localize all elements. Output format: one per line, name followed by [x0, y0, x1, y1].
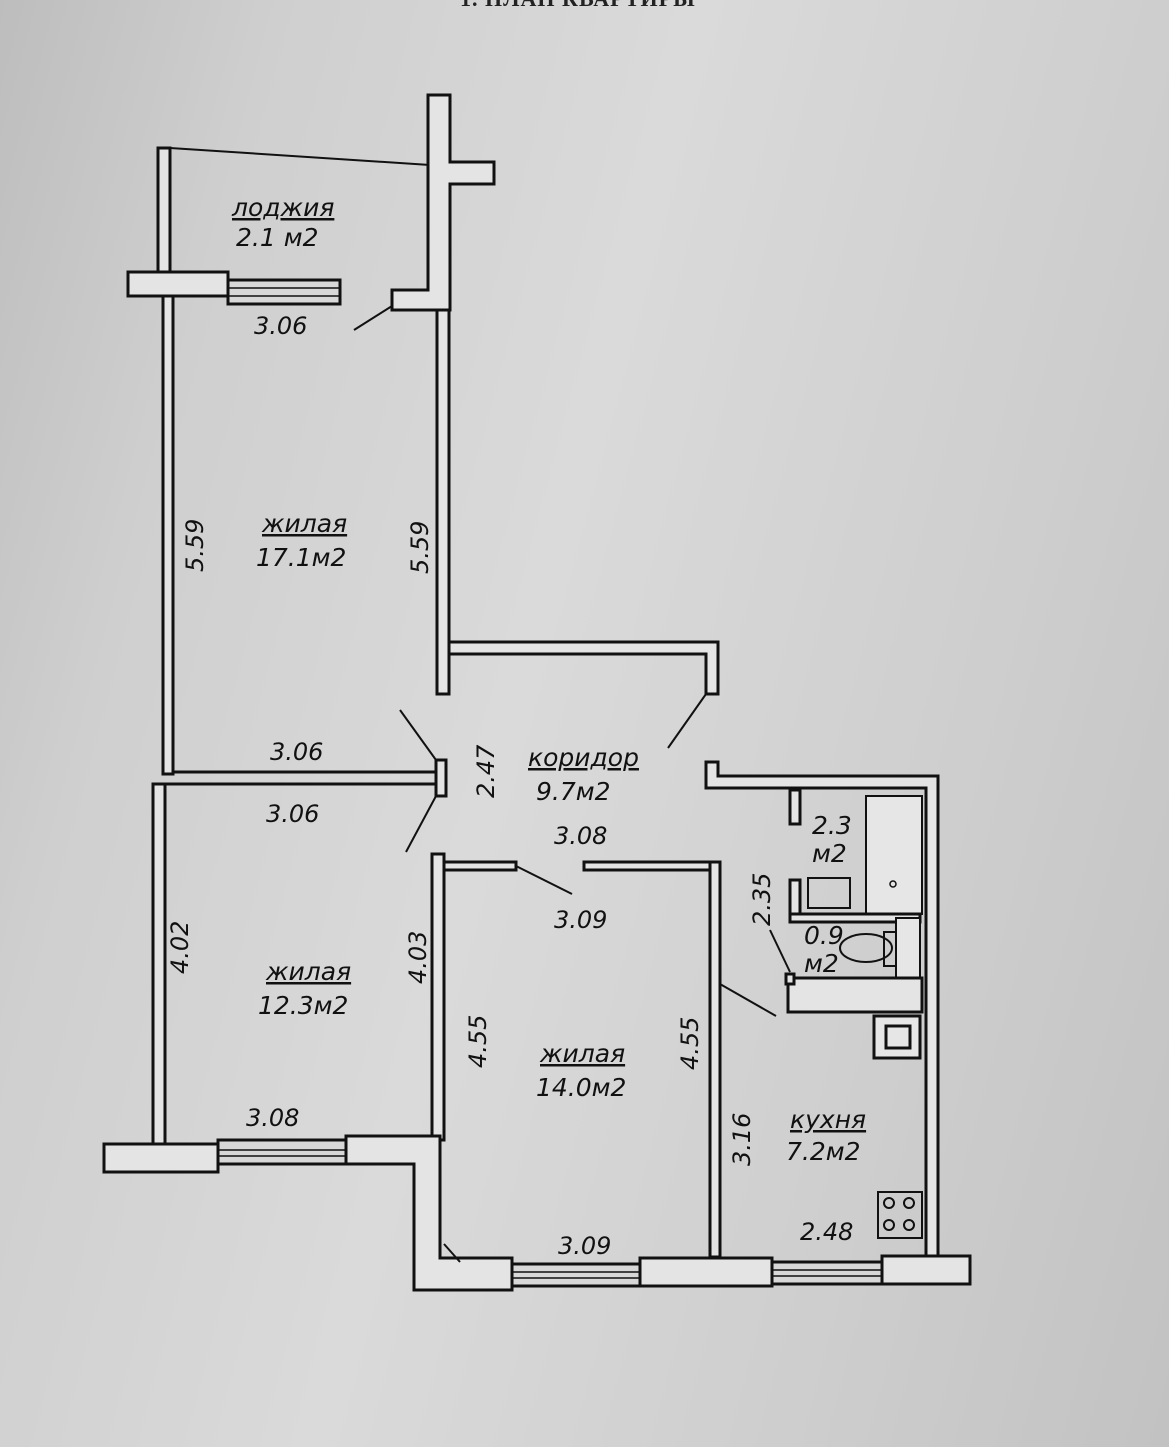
- wc-area-number: 0.9: [804, 921, 844, 950]
- dim-bath-height: 2.35: [748, 873, 776, 926]
- dim-living2-right: 4.03: [404, 931, 432, 984]
- corridor-area: 9.7м2: [536, 777, 611, 806]
- living3-area: 14.0м2: [536, 1073, 626, 1102]
- bath-area-unit: м2: [812, 839, 847, 868]
- dim-loggia-width: 3.06: [254, 312, 307, 340]
- bath-area-number: 2.3: [812, 811, 852, 840]
- dim-living3-left: 4.55: [464, 1015, 492, 1068]
- dim-living3-bottom: 3.09: [558, 1232, 611, 1260]
- living3-name: жилая: [539, 1039, 625, 1068]
- dim-living2-left: 4.02: [166, 921, 194, 974]
- dim-living1-right: 5.59: [406, 521, 434, 574]
- room-labels: лоджия 2.1 м2 жилая 17.1м2 коридор 9.7м2…: [231, 193, 866, 1166]
- loggia-name: лоджия: [231, 193, 334, 222]
- dimension-labels: 3.06 5.59 5.59 3.06 3.06 2.47 3.08 4.02 …: [166, 312, 853, 1260]
- dim-living3-right: 4.55: [676, 1017, 704, 1070]
- dim-living1-left: 5.59: [181, 519, 209, 572]
- living1-name: жилая: [261, 509, 347, 538]
- kitchen-area: 7.2м2: [786, 1137, 861, 1166]
- living2-name: жилая: [265, 957, 351, 986]
- living1-area: 17.1м2: [256, 543, 346, 572]
- plan-title: 1. ПЛАН КВАРТИРЫ: [460, 0, 760, 12]
- dim-kitchen-width: 2.48: [800, 1218, 853, 1246]
- dim-corridor-height: 2.47: [472, 744, 500, 798]
- walls: [102, 93, 972, 1292]
- dim-living2-bottom: 3.08: [246, 1104, 299, 1132]
- dim-living3-top: 3.09: [554, 906, 607, 934]
- dim-kitchen-left: 3.16: [728, 1113, 756, 1166]
- loggia-area: 2.1 м2: [236, 223, 318, 252]
- living2-area: 12.3м2: [258, 991, 348, 1020]
- kitchen-name: кухня: [790, 1105, 866, 1134]
- dim-living1-bottom: 3.06: [270, 738, 323, 766]
- dim-corridor-width: 3.08: [554, 822, 607, 850]
- dim-living2-top: 3.06: [266, 800, 319, 828]
- corridor-name: коридор: [528, 743, 639, 772]
- wc-area-unit: м2: [804, 949, 839, 978]
